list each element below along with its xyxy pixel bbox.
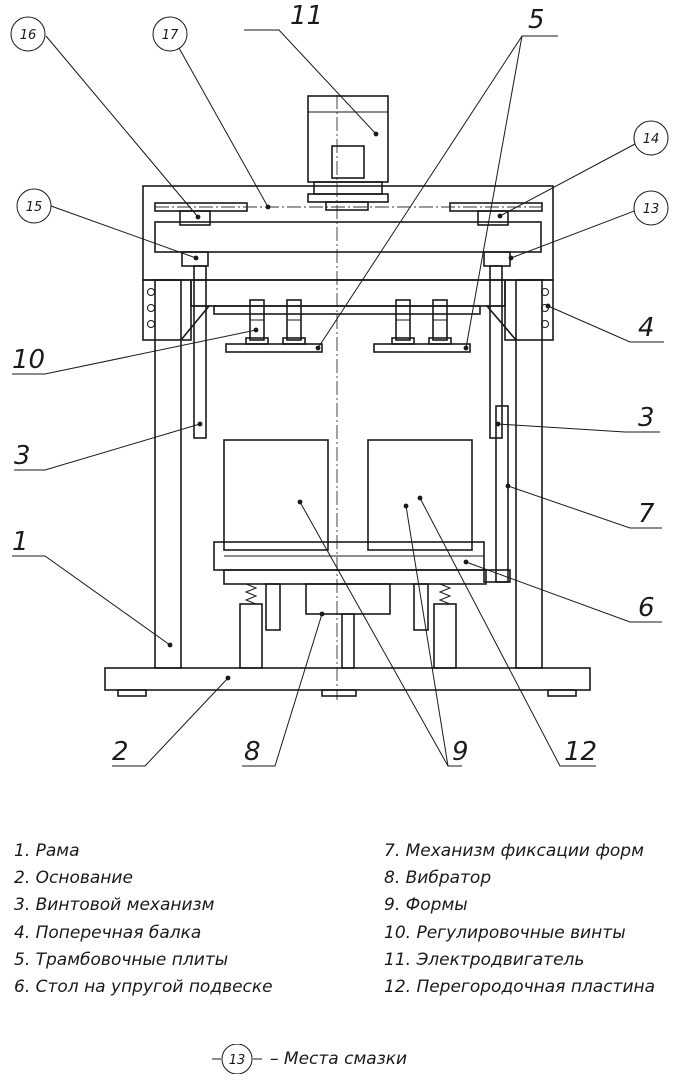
legend-item: 7. Механизм фиксации форм — [384, 841, 644, 861]
cross-beam-right — [504, 279, 554, 341]
callout-12: 12 — [564, 737, 597, 767]
tamping-plate-left — [225, 343, 323, 353]
post-right — [433, 603, 457, 669]
callout-16-circle: 16 — [10, 16, 46, 52]
leader-points — [167, 131, 551, 681]
callout-5: 5 — [528, 5, 545, 35]
legend-left-column: 1. Рама 2. Основание 3. Винтовой механиз… — [14, 838, 273, 1001]
callout-1: 1 — [12, 527, 29, 557]
svg-text:16: 16 — [20, 28, 37, 43]
legend-item: 1. Рама — [14, 841, 80, 861]
frame-bracket-right — [485, 305, 517, 341]
lubrication-text: – Места смазки — [270, 1049, 408, 1069]
vibrator-shaft — [341, 613, 355, 669]
plate-hub — [282, 337, 306, 345]
bolt — [147, 320, 155, 328]
svg-text:17: 17 — [162, 28, 179, 43]
legend-right-column: 7. Механизм фиксации форм 8. Вибратор 9.… — [384, 838, 655, 1001]
plate-hub — [391, 337, 415, 345]
base-foot-right — [547, 689, 577, 697]
tamping-carrier — [213, 305, 481, 315]
guide-right — [413, 583, 429, 631]
tamping-plate-right — [373, 343, 471, 353]
legend-item: 9. Формы — [384, 895, 468, 916]
guide-left — [265, 583, 281, 631]
legend-item: 8. Вибратор — [384, 868, 492, 889]
base-foot-center — [321, 689, 357, 697]
callout-8: 8 — [244, 737, 261, 767]
adjusting-screw-group — [249, 299, 448, 341]
lubrication-symbol-number: 13 — [229, 1053, 246, 1068]
legend-item: 2. Основание — [14, 868, 133, 889]
frame-column-right — [515, 279, 543, 669]
form-right — [367, 439, 473, 551]
legend-item: 5. Трамбовочные плиты — [14, 949, 229, 970]
spring-right — [438, 583, 452, 605]
bolt — [541, 288, 549, 296]
callout-4: 4 — [638, 313, 655, 343]
callout-15-circle: 15 — [16, 188, 52, 224]
cross-beam-left — [142, 279, 192, 341]
callout-10: 10 — [12, 345, 45, 375]
press-assembly-drawing: 1 2 3 3 4 5 6 7 8 9 10 11 12 16 17 15 14… — [10, 1, 669, 767]
plate-hub — [245, 337, 269, 345]
frame-column-left — [154, 279, 182, 669]
svg-text:15: 15 — [26, 200, 43, 215]
spring-left — [244, 583, 258, 605]
callout-6: 6 — [638, 593, 655, 623]
callout-14-circle: 14 — [633, 120, 669, 156]
callout-7: 7 — [638, 499, 655, 529]
motor-body — [307, 95, 389, 183]
bolt — [147, 304, 155, 312]
legend-item: 3. Винтовой механизм — [14, 895, 215, 916]
lubrication-symbol: 13 — [212, 1044, 262, 1074]
callout-9: 9 — [452, 737, 469, 767]
callout-3-right: 3 — [638, 403, 655, 433]
legend-item: 4. Поперечная балка — [14, 922, 202, 943]
svg-text:14: 14 — [643, 132, 660, 147]
motor-flange — [313, 181, 383, 195]
legend-item: 6. Стол на упругой подвеске — [14, 976, 273, 997]
table-rail — [483, 569, 511, 583]
leader-lines — [12, 29, 664, 767]
bearing-right — [483, 251, 511, 267]
legend-item: 11. Электродвигатель — [384, 949, 585, 970]
form-left — [223, 439, 329, 551]
bolt — [147, 288, 155, 296]
legend-item: 12. Перегородочная пластина — [384, 976, 656, 997]
base-foot-left — [117, 689, 147, 697]
screw-left — [193, 265, 207, 439]
callout-13-circle: 13 — [633, 190, 669, 226]
motor-pulley — [325, 201, 369, 211]
callout-2: 2 — [112, 737, 129, 767]
lubrication-note: 13 – Места смазки — [212, 1044, 407, 1074]
frame-bracket-left — [180, 305, 211, 341]
table-plate — [223, 569, 487, 585]
motor-terminal-box — [331, 145, 365, 179]
callout-3-left: 3 — [14, 441, 31, 471]
post-left — [239, 603, 263, 669]
pulley-hub-right — [477, 210, 509, 226]
base-plate — [104, 667, 591, 691]
top-housing-inner — [154, 221, 542, 253]
callout-11: 11 — [290, 1, 323, 31]
legend-item: 10. Регулировочные винты — [384, 922, 626, 943]
motor-mount — [307, 193, 389, 203]
bolt — [541, 320, 549, 328]
pulley-hub-left — [179, 210, 211, 226]
svg-text:13: 13 — [643, 202, 660, 217]
plate-hub — [428, 337, 452, 345]
callout-17-circle: 17 — [152, 16, 188, 52]
